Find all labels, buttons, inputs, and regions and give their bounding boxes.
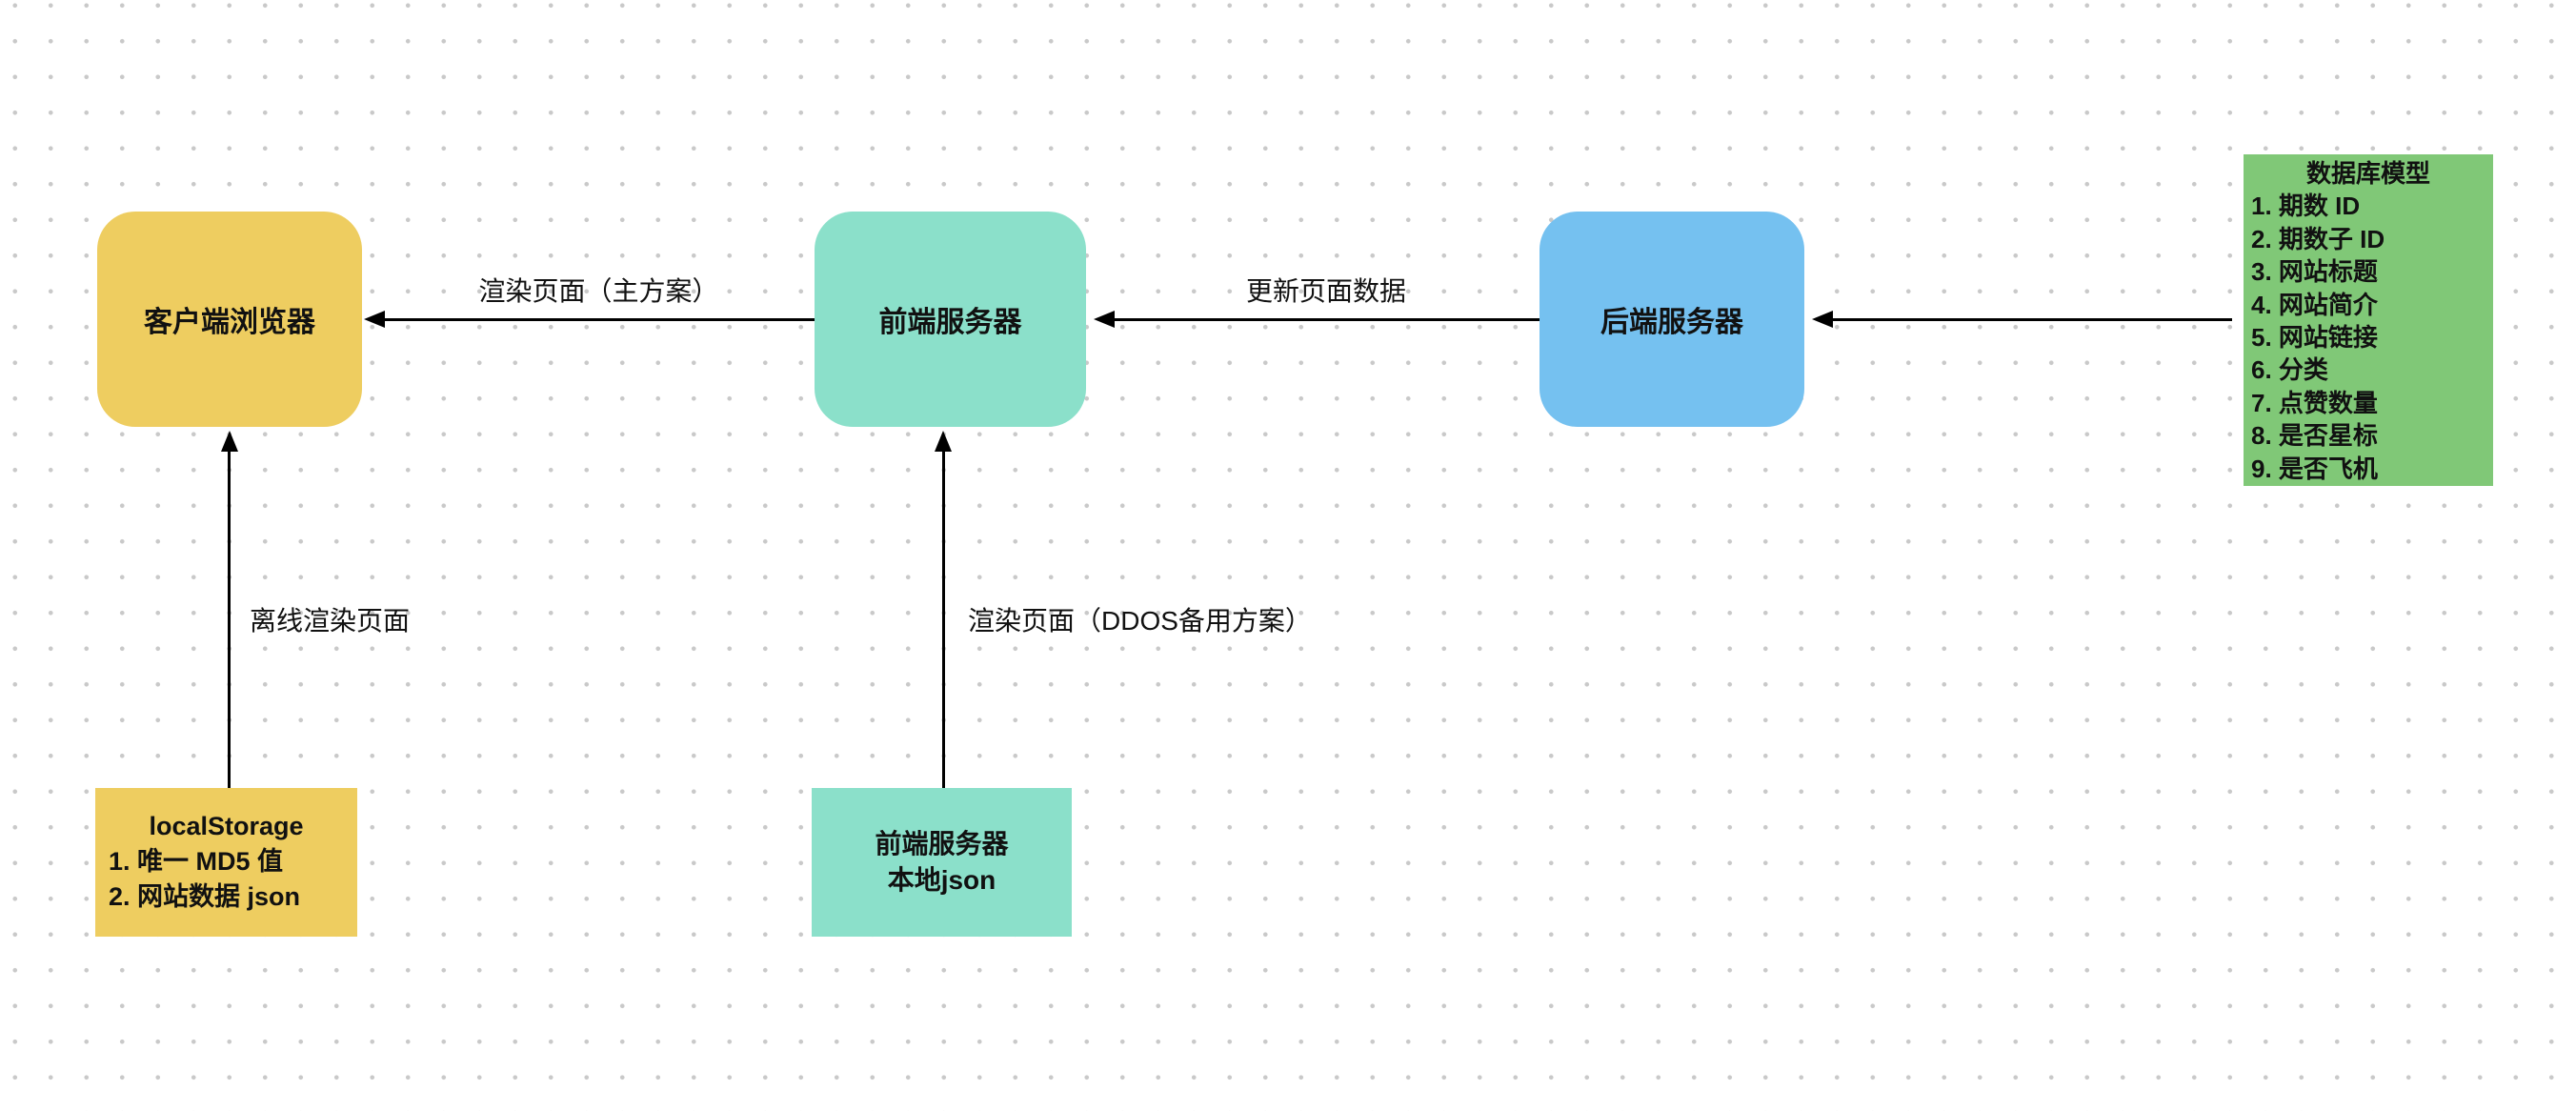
backend-server-label: 后端服务器 [1600,307,1743,338]
localstorage-item: 2. 网站数据 json [109,882,301,911]
frontend-server-label: 前端服务器 [878,307,1022,338]
database-model-item: 7. 点赞数量 [2251,388,2378,417]
frontend-local-json-label: 前端服务器 本地json [875,829,1009,895]
backend-server-node: 后端服务器 [1540,212,1804,427]
frontend-server-node: 前端服务器 [815,212,1086,427]
database-model-item: 5. 网站链接 [2251,323,2378,353]
arrow-database-to-backend [1831,318,2232,321]
client-browser-node: 客户端浏览器 [97,212,362,427]
arrow-localjson-to-frontend [942,450,945,788]
arrowhead-localjson-to-frontend [935,431,952,452]
arrowhead-localstorage-to-client [221,431,238,452]
database-model-item: 3. 网站标题 [2251,257,2378,287]
database-model-item: 1. 期数 ID [2251,192,2361,221]
database-model-item: 6. 分类 [2251,355,2328,385]
localstorage-node: localStorage 1. 唯一 MD5 值 2. 网站数据 json [95,788,357,937]
arrow-frontend-to-client [383,318,815,321]
edge-label-render-ddos: 渲染页面（DDOS备用方案） [968,606,1312,636]
localstorage-item: 1. 唯一 MD5 值 [109,847,284,876]
database-model-item: 2. 期数子 ID [2251,224,2385,253]
database-model-item: 9. 是否飞机 [2251,454,2378,483]
database-model-title: 数据库模型 [2305,159,2430,188]
edge-label-offline-render: 离线渲染页面 [250,606,411,636]
arrowhead-backend-to-frontend [1094,311,1115,328]
arrow-localstorage-to-client [228,450,231,788]
arrowhead-frontend-to-client [364,311,385,328]
edge-label-render-main: 渲染页面（主方案） [478,276,719,306]
localstorage-list: 1. 唯一 MD5 值 2. 网站数据 json [109,844,357,915]
arrowhead-database-to-backend [1812,311,1833,328]
database-model-node: 数据库模型 1. 期数 ID 2. 期数子 ID 3. 网站标题 4. 网站简介… [2244,154,2493,486]
arrow-backend-to-frontend [1113,318,1540,321]
database-model-item: 4. 网站简介 [2251,290,2378,319]
database-model-item: 8. 是否星标 [2251,421,2378,451]
localstorage-title: localStorage [149,812,304,840]
database-model-list: 1. 期数 ID 2. 期数子 ID 3. 网站标题 4. 网站简介 5. 网站… [2251,190,2485,485]
frontend-local-json-node: 前端服务器 本地json [812,788,1072,937]
edge-label-update-page-data: 更新页面数据 [1245,276,1406,306]
client-browser-label: 客户端浏览器 [144,307,315,338]
